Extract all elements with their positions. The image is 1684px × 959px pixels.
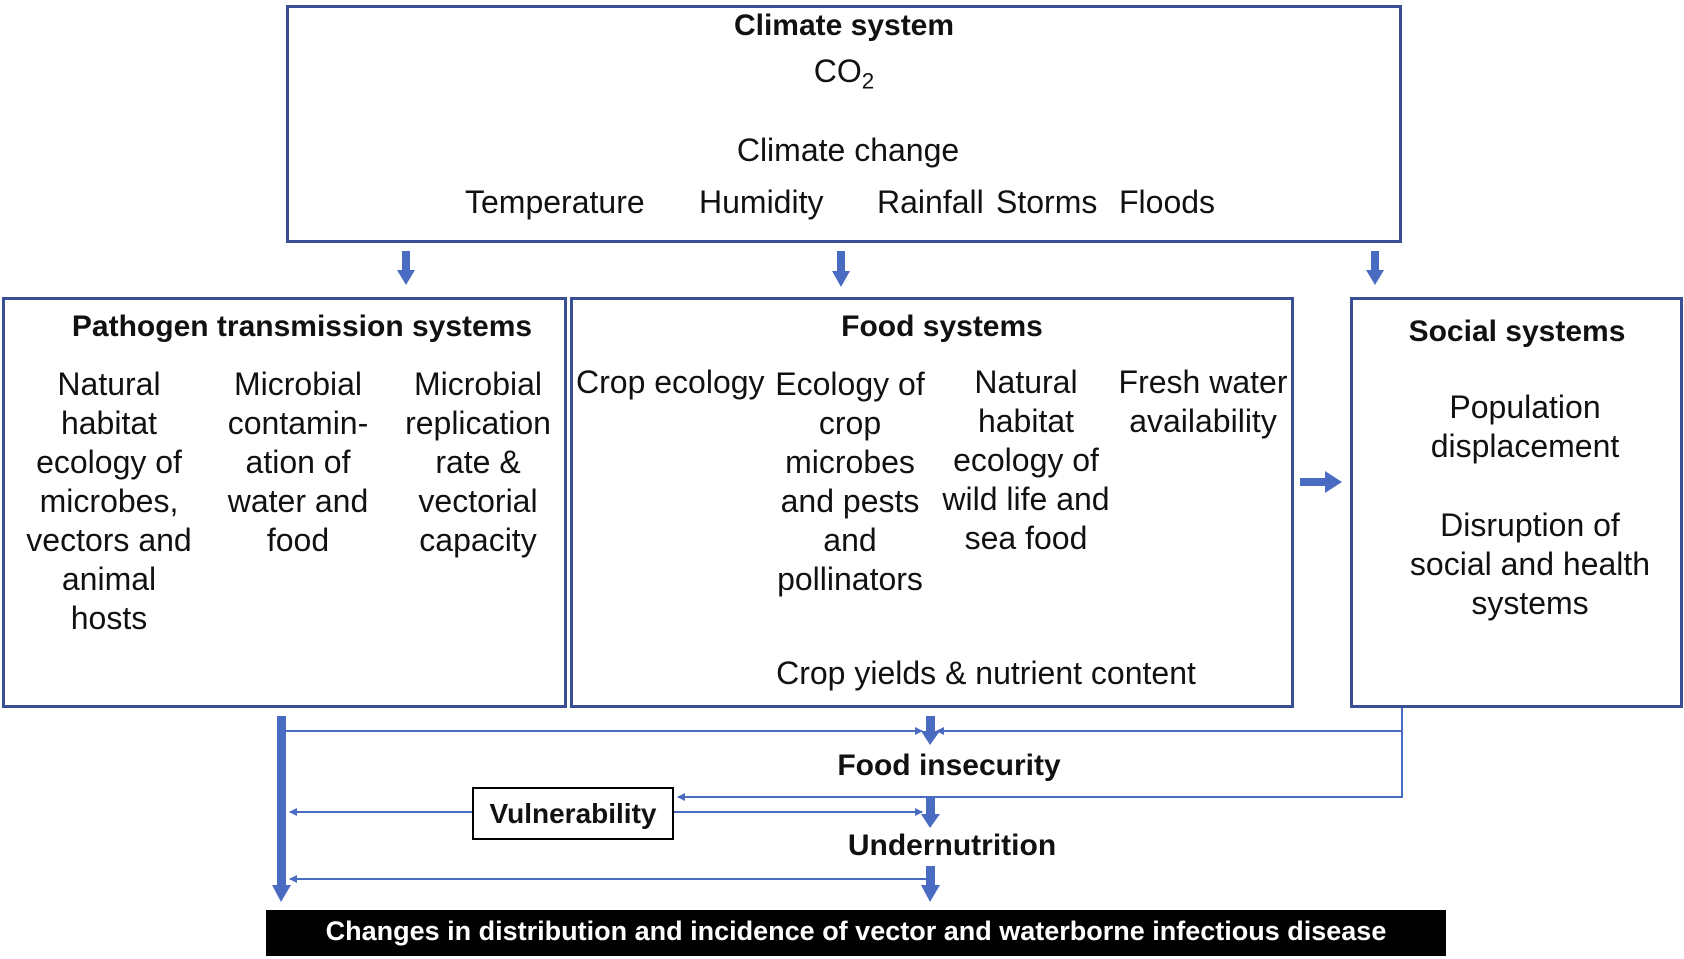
line-social-down xyxy=(677,706,1403,801)
arrow-food-insecurity-to-undernutrition xyxy=(921,798,940,828)
pathogen-systems-box xyxy=(2,297,567,708)
factor-rainfall: Rainfall xyxy=(877,184,984,220)
climate-system-box xyxy=(286,5,1402,243)
arrow-pathogen-to-disease xyxy=(272,716,291,902)
arrow-food-to-social xyxy=(1300,471,1342,493)
arrow-undernutrition-to-disease xyxy=(921,866,940,902)
arrow-food-to-food-insecurity xyxy=(921,716,940,745)
food-item-crop-microbes: Ecology of crop microbes and pests and p… xyxy=(775,366,925,597)
social-item-displacement: Population displacement xyxy=(1430,389,1620,464)
social-systems-title: Social systems xyxy=(1408,315,1626,348)
arrow-climate-to-pathogen xyxy=(397,251,415,285)
food-insecurity-label: Food insecurity xyxy=(837,749,1061,782)
climate-system-title: Climate system xyxy=(733,9,955,42)
factor-storms: Storms xyxy=(996,184,1098,220)
food-systems-title: Food systems xyxy=(841,310,1043,343)
pathogen-item-replication: Microbial replication rate & vectorial c… xyxy=(405,366,551,558)
undernutrition-label: Undernutrition xyxy=(847,829,1057,862)
food-item-wild-life: Natural habitat ecology of wild life and… xyxy=(942,364,1110,556)
food-item-crop-ecology: Crop ecology xyxy=(576,364,765,400)
factor-humidity: Humidity xyxy=(699,184,824,220)
pathogen-item-habitat: Natural habitat ecology of microbes, vec… xyxy=(26,366,192,636)
pathogen-systems-title: Pathogen transmission systems xyxy=(71,310,533,343)
social-systems-box xyxy=(1350,297,1683,708)
food-systems-box xyxy=(570,297,1294,708)
arrow-climate-to-food xyxy=(832,251,850,287)
food-item-fresh-water: Fresh water availability xyxy=(1118,364,1288,439)
climate-change-label: Climate change xyxy=(736,132,960,168)
factor-floods: Floods xyxy=(1119,184,1216,220)
social-item-disruption: Disruption of social and health systems xyxy=(1409,507,1651,621)
factor-temperature: Temperature xyxy=(465,184,645,220)
vulnerability-box: Vulnerability xyxy=(472,787,674,840)
arrow-climate-to-social xyxy=(1366,251,1384,285)
pathogen-item-contamination: Microbial contamin- ation of water and f… xyxy=(227,366,369,558)
disease-outcome-bar: Changes in distribution and incidence of… xyxy=(266,910,1446,956)
crop-yields-label: Crop yields & nutrient content xyxy=(776,655,1196,691)
co2-label: CO2 xyxy=(813,53,875,94)
